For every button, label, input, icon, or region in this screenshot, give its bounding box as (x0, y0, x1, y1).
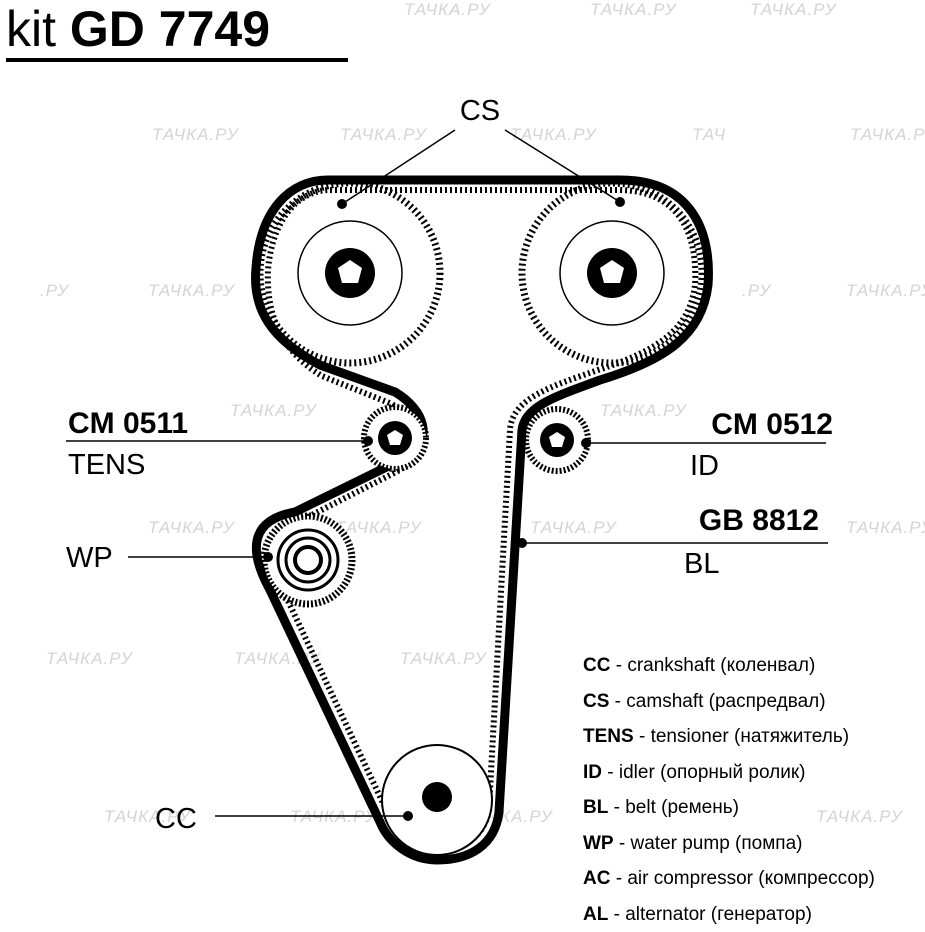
crankshaft-pulley (382, 745, 492, 855)
tensioner-part-number: CM 0511 (68, 407, 188, 440)
legend-item: TENS - tensioner (натяжитель) (583, 719, 875, 755)
watermark: ТАЧКА.РУ (590, 0, 678, 19)
camshaft-label: CS (460, 95, 500, 127)
belt-role-label: BL (684, 548, 719, 580)
camshaft-pulley-right (522, 183, 702, 363)
legend-item: AL - alternator (генератор) (583, 897, 875, 932)
crankshaft-label: CC (155, 803, 197, 835)
legend-item: CC - crankshaft (коленвал) (583, 648, 875, 684)
legend-item: CS - camshaft (распредвал) (583, 684, 875, 720)
legend-item: ID - idler (опорный ролик) (583, 755, 875, 791)
legend-item: AC - air compressor (компрессор) (583, 861, 875, 897)
idler-pulley (526, 409, 588, 471)
idler-role-label: ID (690, 450, 719, 482)
watermark: ТАЧКА.РУ (846, 281, 925, 300)
watermark: ТАЧКА.РУ (850, 125, 925, 144)
watermark: ТАЧКА.РУ (404, 0, 492, 19)
watermark: ТАЧ (692, 125, 726, 144)
watermark: ТАЧКА.РУ (46, 649, 134, 668)
watermark: ТАЧКА.РУ (148, 518, 236, 537)
watermark: ТАЧКА.РУ (340, 125, 428, 144)
tensioner-role-label: TENS (68, 449, 145, 481)
watermark: .РУ (742, 281, 772, 300)
abbreviation-legend: CC - crankshaft (коленвал) CS - camshaft… (583, 648, 875, 932)
watermark: .РУ (40, 281, 70, 300)
legend-item: WP - water pump (помпа) (583, 826, 875, 862)
watermark: ТАЧКА.РУ (230, 401, 318, 420)
water-pump-label: WP (66, 542, 113, 574)
watermark: ТАЧКА.РУ (530, 518, 618, 537)
belt-part-number: GB 8812 (699, 504, 819, 537)
watermark: ТАЧКА.РУ (335, 518, 423, 537)
watermark: ТАЧКА.РУ (152, 125, 240, 144)
watermark: ТАЧКА.РУ (750, 0, 838, 19)
water-pump-pulley (264, 516, 352, 604)
watermark: ТАЧКА.РУ (148, 281, 236, 300)
tensioner-pulley (364, 407, 426, 469)
watermark: ТАЧКА.РУ (600, 401, 688, 420)
idler-part-number: CM 0512 (711, 408, 833, 441)
legend-item: BL - belt (ремень) (583, 790, 875, 826)
watermark: ТАЧКА.РУ (400, 649, 488, 668)
watermark: ТАЧКА.РУ (846, 518, 925, 537)
